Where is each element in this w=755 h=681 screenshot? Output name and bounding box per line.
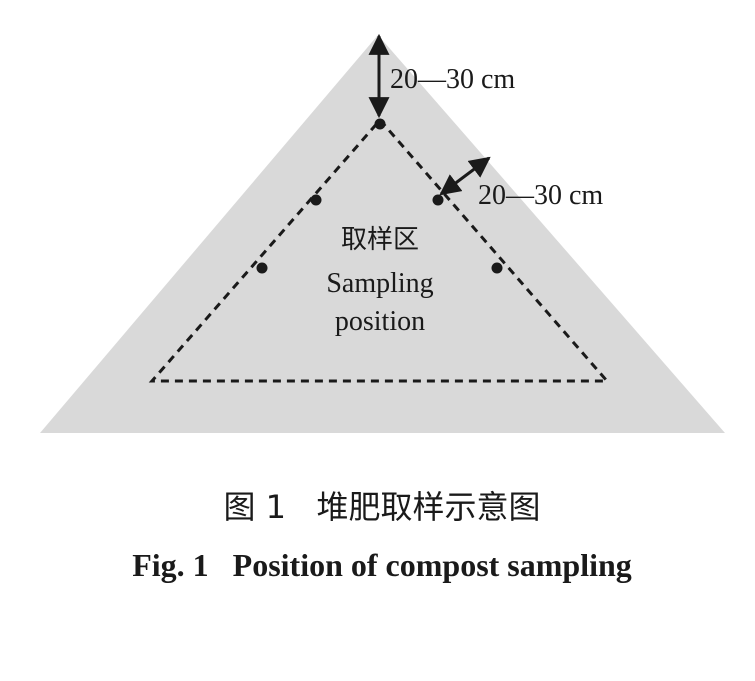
side-dimension-label: 20—30 cm xyxy=(478,180,603,211)
sampling-point xyxy=(256,262,268,274)
top-dimension-label: 20—30 cm xyxy=(390,64,515,95)
side-dimension-arrow xyxy=(439,156,491,196)
sampling-point xyxy=(491,262,503,274)
sampling-zone-outline xyxy=(148,117,611,383)
sampling-zone-label-en-1: Sampling xyxy=(326,268,433,299)
sampling-zone-label-en-2: position xyxy=(335,306,425,337)
figure-caption-cn: 图 1 堆肥取样示意图 xyxy=(223,488,540,526)
sampling-point xyxy=(310,194,322,206)
sampling-zone-label-cn: 取样区 xyxy=(341,225,419,255)
sampling-point xyxy=(374,118,386,130)
figure-caption-en: Fig. 1 Position of compost sampling xyxy=(132,547,632,583)
sampling-point xyxy=(432,194,444,206)
compost-pile-triangle xyxy=(40,35,725,433)
